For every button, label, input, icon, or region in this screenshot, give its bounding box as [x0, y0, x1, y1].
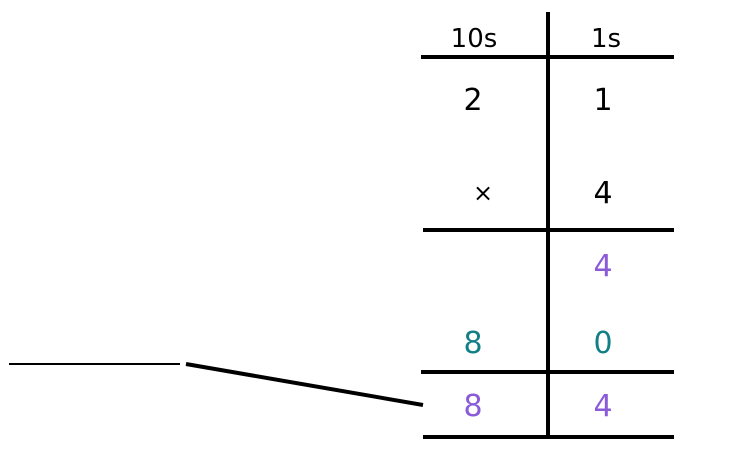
product-rule [423, 228, 674, 232]
multiply-operator: × [472, 179, 494, 207]
header-ones: 1s [590, 24, 622, 54]
bottom-rule [423, 435, 674, 439]
result-tens: 8 [463, 389, 483, 424]
header-tens: 10s [450, 24, 498, 54]
partial-product-2-tens: 8 [463, 326, 483, 361]
column-divider [546, 12, 550, 438]
multiplier-ones: 4 [593, 176, 613, 211]
result-ones: 4 [593, 389, 613, 424]
multiplicand-tens: 2 [463, 83, 483, 118]
header-rule [421, 55, 674, 59]
sum-rule [421, 370, 674, 374]
multiplicand-ones: 1 [593, 83, 613, 118]
pointer-line [185, 362, 424, 407]
partial-product-1-ones: 4 [593, 249, 613, 284]
partial-product-2-ones: 0 [593, 326, 613, 361]
